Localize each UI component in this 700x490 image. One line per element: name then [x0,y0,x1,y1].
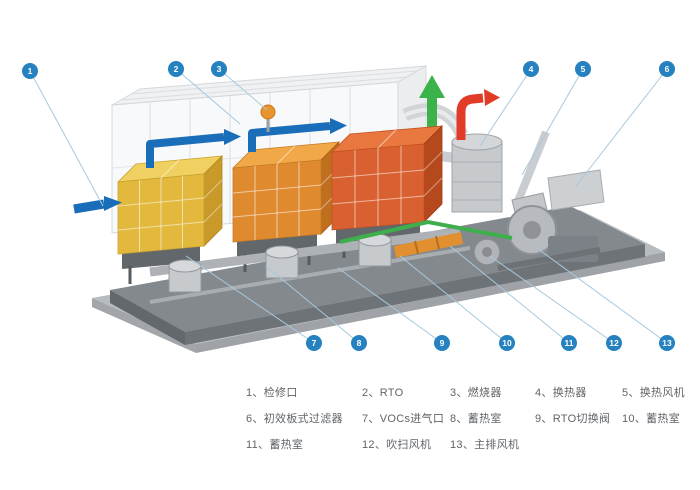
legend-item-9: 9、RTO切换阀 [535,413,611,425]
svg-text:9: 9 [440,338,445,348]
callout-7: 7 [185,255,322,351]
callout-10: 10 [399,255,515,351]
svg-text:6: 6 [665,64,670,74]
main-exhaust-fan [497,130,601,271]
svg-text:7: 7 [312,338,317,348]
svg-text:3: 3 [217,64,222,74]
legend-item-10: 10、蓄热室 [622,413,681,425]
callout-6: 6 [575,61,675,187]
callout-11: 11 [449,245,577,351]
callout-5: 5 [521,61,591,176]
purge-duct [393,232,464,258]
legend-item-8: 8、蓄热室 [450,413,502,425]
svg-text:4: 4 [529,64,534,74]
legend-item-3: 3、燃烧器 [450,387,502,399]
svg-text:13: 13 [662,338,672,348]
callout-8: 8 [265,265,367,351]
callouts: 1 2 3 4 5 [22,61,675,351]
legend-item-1: 1、检修口 [246,387,298,399]
callout-9: 9 [337,267,450,351]
svg-text:1: 1 [28,66,33,76]
legend-item-7: 7、VOCs进气口 [362,413,445,425]
legend-item-13: 13、主排风机 [450,439,520,451]
svg-text:2: 2 [174,64,179,74]
legend-item-4: 4、换热器 [535,387,587,399]
svg-text:12: 12 [609,338,619,348]
legend-item-2: 2、RTO [362,387,404,399]
callout-13: 13 [533,245,675,351]
svg-text:8: 8 [357,338,362,348]
legend: 1、检修口 2、RTO 3、燃烧器 4、换热器 5、换热风机 6、初效板式过滤器… [246,384,700,452]
hot-air-arrow [456,89,500,140]
callout-12: 12 [489,255,622,351]
rto-illustration: 1 2 3 4 5 [22,61,675,353]
callout-3: 3 [211,61,268,111]
legend-item-6: 6、初效板式过滤器 [246,413,343,425]
legend-item-5: 5、换热风机 [622,387,685,399]
purge-fan [473,238,501,266]
callout-1: 1 [22,63,104,207]
switching-valves [149,227,461,293]
clean-air-arrow [419,75,445,172]
filter-unit [547,169,605,211]
svg-text:10: 10 [502,338,512,348]
callout-4: 4 [479,61,539,147]
front-rail-pipe [149,246,471,304]
legend-item-11: 11、蓄热室 [246,439,304,451]
svg-text:5: 5 [581,64,586,74]
svg-text:11: 11 [565,338,574,348]
green-recirculation-pipe [339,219,513,244]
callout-2: 2 [168,61,241,125]
vocs-inlet-pipes [73,118,347,214]
legend-item-12: 12、吹扫风机 [362,439,432,451]
